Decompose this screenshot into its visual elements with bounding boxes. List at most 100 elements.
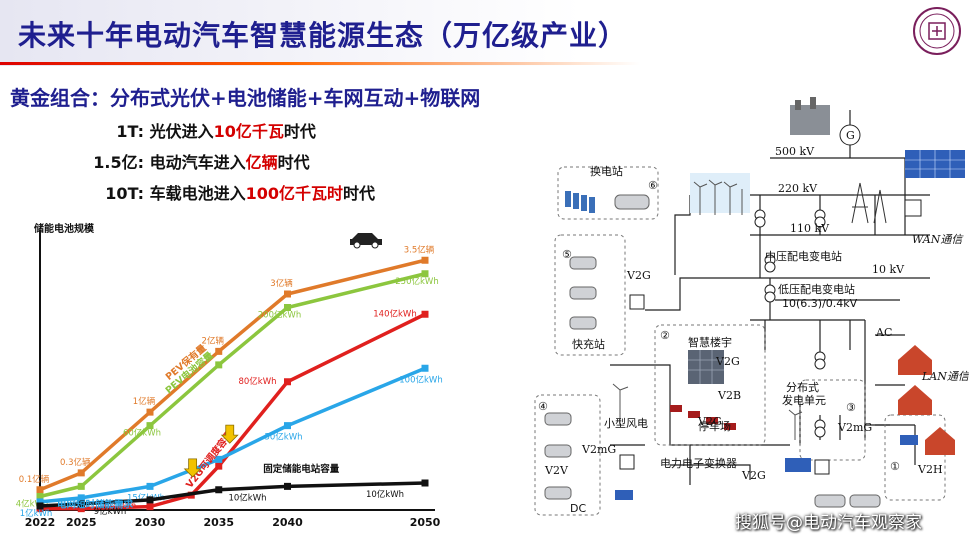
data-point (146, 422, 154, 430)
lv-substation-label: 低压配电变电站 (778, 282, 855, 296)
data-label: 0.3亿辆 (60, 457, 91, 468)
series-line (39, 258, 426, 492)
marker-4: ④ (538, 400, 548, 413)
data-label: 140亿kWh (373, 308, 416, 319)
series-line (40, 312, 426, 511)
data-point (284, 422, 291, 430)
crossover-arrow-icon (183, 458, 202, 478)
v2b-label: V2B (717, 389, 741, 402)
car-icon (350, 233, 382, 249)
parking-icon (670, 405, 736, 430)
era-line-ev: 1.5亿: 电动汽车进入亿辆时代 (60, 149, 310, 173)
data-point (77, 500, 85, 508)
era-line-solar: 1T: 光伏进入10亿千瓦时代 (60, 118, 316, 142)
x-tick-label: 2035 (203, 516, 234, 529)
voltage-500-label: 500 kV (775, 145, 815, 158)
data-label: 3.5亿辆 (404, 244, 435, 255)
series-annotation: 固定储能电站容量 (263, 463, 340, 475)
v2g-label: V2G (741, 469, 766, 482)
v2v-label: V2V (544, 464, 569, 477)
data-point (36, 493, 44, 500)
v2g-ecosystem-diagram: G (534, 97, 969, 516)
data-label: 0.1亿辆 (19, 474, 50, 485)
data-point (421, 270, 429, 278)
data-label: 80亿kWh (238, 376, 276, 387)
smart-building-label: 智慧楼宇 (688, 335, 732, 349)
series-line (39, 366, 426, 504)
distributed-gen-label: 分布式 (786, 381, 819, 394)
data-point (421, 364, 429, 372)
series-line (39, 272, 426, 499)
data-label: 2亿辆 (202, 335, 225, 346)
data-point (215, 462, 223, 470)
distributed-gen-label: 发电单元 (782, 393, 826, 407)
pylon-icon (851, 182, 887, 224)
parking-label: 停车场 (698, 419, 731, 433)
era-text: 车载电池进入 (149, 184, 246, 203)
data-point (421, 310, 429, 318)
data-point (284, 290, 291, 298)
data-point (146, 408, 154, 416)
data-point (284, 482, 291, 490)
series-annotation: 电网短时储能需求 (57, 499, 134, 511)
data-point (146, 503, 154, 511)
data-point (146, 482, 154, 490)
wan-label: WAN通信 (912, 233, 964, 246)
data-point (284, 304, 291, 311)
ev-car-icons (544, 194, 881, 508)
swap-station-label: 换电站 (590, 164, 623, 178)
lv-ratio-label: 10(6.3)/0.4kV (782, 297, 858, 310)
marker-2: ② (660, 329, 670, 342)
title-bar (0, 0, 969, 66)
small-wind-label: 小型风电 (604, 416, 648, 430)
data-label: 6亿kWh (104, 501, 137, 512)
marker-1: ① (890, 460, 900, 473)
data-label: 50亿kWh (264, 432, 302, 443)
title-underline (0, 62, 640, 65)
data-point (284, 378, 291, 386)
voltage-110-label: 110 kV (790, 222, 830, 235)
x-tick-label: 2030 (135, 516, 166, 529)
data-point (77, 494, 85, 502)
era-label: 10T: (105, 184, 144, 203)
era-text: 时代 (277, 153, 310, 172)
data-point (215, 455, 223, 463)
series-line (39, 481, 426, 508)
data-point (215, 347, 223, 355)
data-label: 200亿kWh (258, 310, 301, 321)
transformer-icons (619, 199, 922, 475)
v2g-label: V2G (626, 269, 651, 282)
solar-farm-icon (905, 150, 965, 178)
data-point (421, 479, 429, 487)
lan-label: LAN通信 (921, 370, 969, 383)
voltage-10-label: 10 kV (872, 263, 905, 276)
x-tick-label: 2025 (66, 516, 97, 529)
building-icon (688, 350, 724, 384)
era-highlight: 10亿千瓦 (213, 122, 284, 141)
mv-substation-label: 中压配电变电站 (765, 249, 842, 263)
watermark: 搜狐号@电动汽车观察家 (735, 513, 922, 533)
dc-label: DC (570, 502, 586, 515)
small-wind-icons (612, 383, 803, 440)
data-label: 60亿kWh (123, 428, 161, 439)
data-point (215, 361, 223, 369)
subtitle: 黄金组合：分布式光伏+电池储能+车网互动+物联网 (10, 86, 481, 110)
v2h-label: V2H (917, 463, 943, 476)
data-label: 10亿kWh (228, 492, 266, 503)
data-label: 1亿kWh (20, 508, 53, 519)
ac-label: AC (875, 326, 892, 339)
data-point (36, 486, 44, 494)
car-wheel (371, 241, 379, 249)
v2mg-label: V2mG (581, 443, 616, 456)
data-point (215, 486, 223, 494)
data-point (36, 498, 44, 506)
generator-label: G (846, 129, 855, 142)
data-label: 9亿kWh (94, 506, 127, 517)
data-point (77, 505, 85, 513)
wind-farm-icon (690, 173, 750, 215)
era-text: 电动汽车进入 (149, 153, 246, 172)
y-axis-label: 储能电池规模 (33, 222, 95, 235)
era-text: 时代 (283, 122, 316, 141)
era-label: 1T: (116, 122, 144, 141)
